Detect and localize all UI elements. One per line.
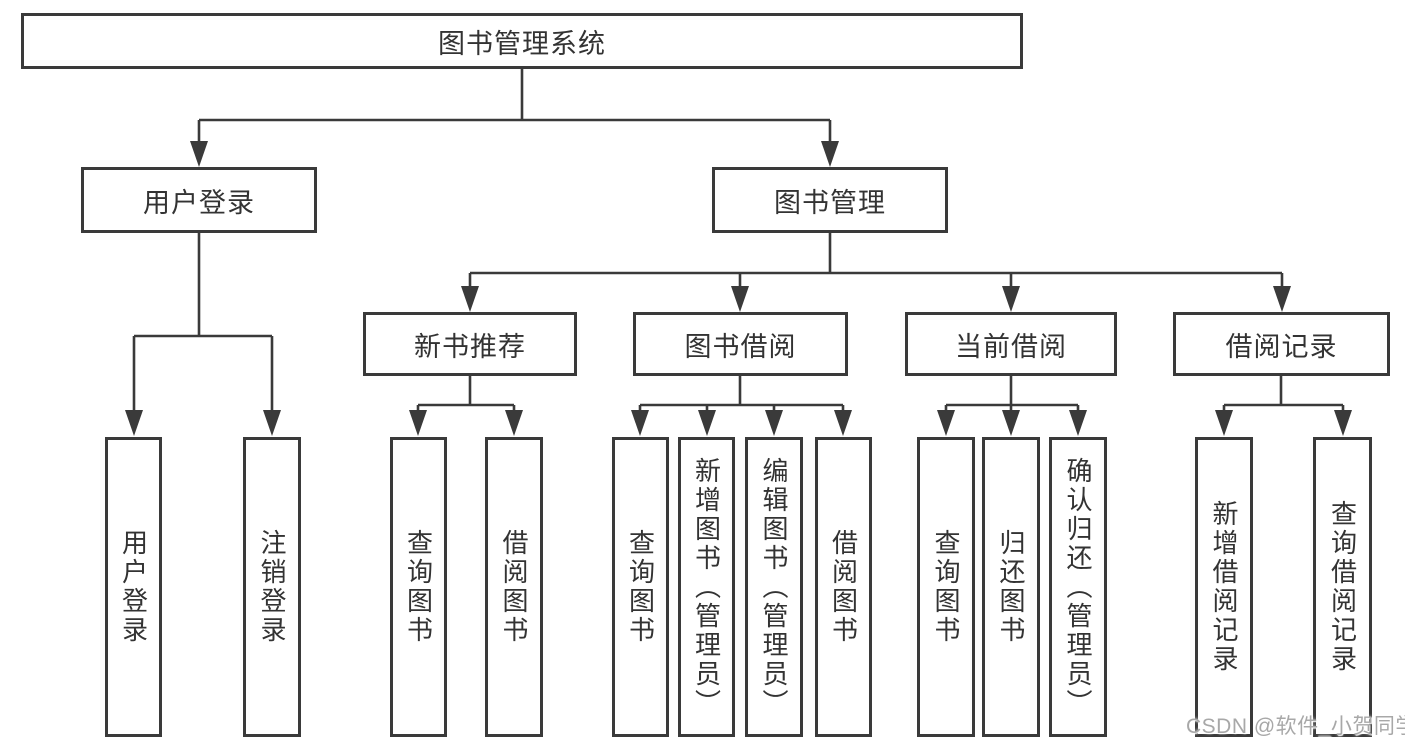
arrowhead [698,410,716,436]
node-label: 当前借阅 [955,331,1067,362]
arrowhead [631,410,649,436]
arrowhead [1002,410,1020,436]
node-current-borrowing: 当前借阅 [905,312,1117,376]
leaf-records-add-borrow-record: 新增借阅记录 [1195,437,1253,737]
arrowhead [1002,286,1020,312]
leaf-user-login: 用户登录 [105,437,162,737]
node-new-book-recommendation: 新书推荐 [363,312,577,376]
leaf-records-query-borrow-record: 查询借阅记录 [1313,437,1372,737]
leaf-label: 注销登录 [257,529,287,645]
node-label: 图书借阅 [684,331,797,362]
leaf-label: 新增图书（管理员） [691,456,722,718]
node-borrowing-records: 借阅记录 [1173,312,1390,376]
node-book-management: 图书管理 [712,167,948,233]
node-user-login: 用户登录 [81,167,317,233]
arrowhead [409,410,427,436]
arrowhead [937,410,955,436]
arrowhead [1069,410,1087,436]
leaf-borrowing-add-books-admin: 新增图书（管理员） [678,437,735,737]
leaf-label: 查询图书 [625,529,656,645]
leaf-borrowing-borrow-books: 借阅图书 [815,437,872,737]
arrowhead [461,286,479,312]
leaf-current-return-books: 归还图书 [982,437,1040,737]
leaf-logout: 注销登录 [243,437,301,737]
arrowhead [125,410,143,436]
leaf-label: 编辑图书（管理员） [759,456,789,718]
leaf-borrowing-query-books: 查询图书 [612,437,669,737]
arrowhead [1273,286,1291,312]
arrowhead [1215,410,1233,436]
leaf-label: 查询借阅记录 [1327,500,1358,674]
leaf-label: 借阅图书 [499,529,529,645]
leaf-label: 新增借阅记录 [1209,500,1239,674]
node-label: 图书管理系统 [438,28,606,59]
leaf-label: 确认归还（管理员） [1063,456,1093,718]
leaf-label: 借阅图书 [828,529,859,645]
node-library-management-system: 图书管理系统 [21,13,1023,69]
leaf-current-query-books: 查询图书 [917,437,975,737]
node-label: 新书推荐 [414,331,526,362]
arrowhead [834,410,852,436]
arrowhead [821,141,839,167]
arrowhead [263,410,281,436]
arrowhead [1334,410,1352,436]
arrowhead [731,286,749,312]
node-book-borrowing: 图书借阅 [633,312,848,376]
node-label: 图书管理 [774,187,886,218]
leaf-label: 用户登录 [118,529,149,645]
arrowhead [505,410,523,436]
leaf-newbook-query-books: 查询图书 [390,437,447,737]
node-label: 用户登录 [143,187,255,218]
leaf-label: 归还图书 [996,529,1026,645]
arrowhead [765,410,783,436]
leaf-current-confirm-return-admin: 确认归还（管理员） [1049,437,1107,737]
arrowhead [190,141,208,167]
leaf-newbook-borrow-books: 借阅图书 [485,437,543,737]
watermark: CSDN @软件_小贺同学 [1186,715,1405,738]
node-label: 借阅记录 [1225,331,1338,362]
leaf-label: 查询图书 [931,529,961,645]
leaf-borrowing-edit-books-admin: 编辑图书（管理员） [745,437,803,737]
leaf-label: 查询图书 [403,529,434,645]
